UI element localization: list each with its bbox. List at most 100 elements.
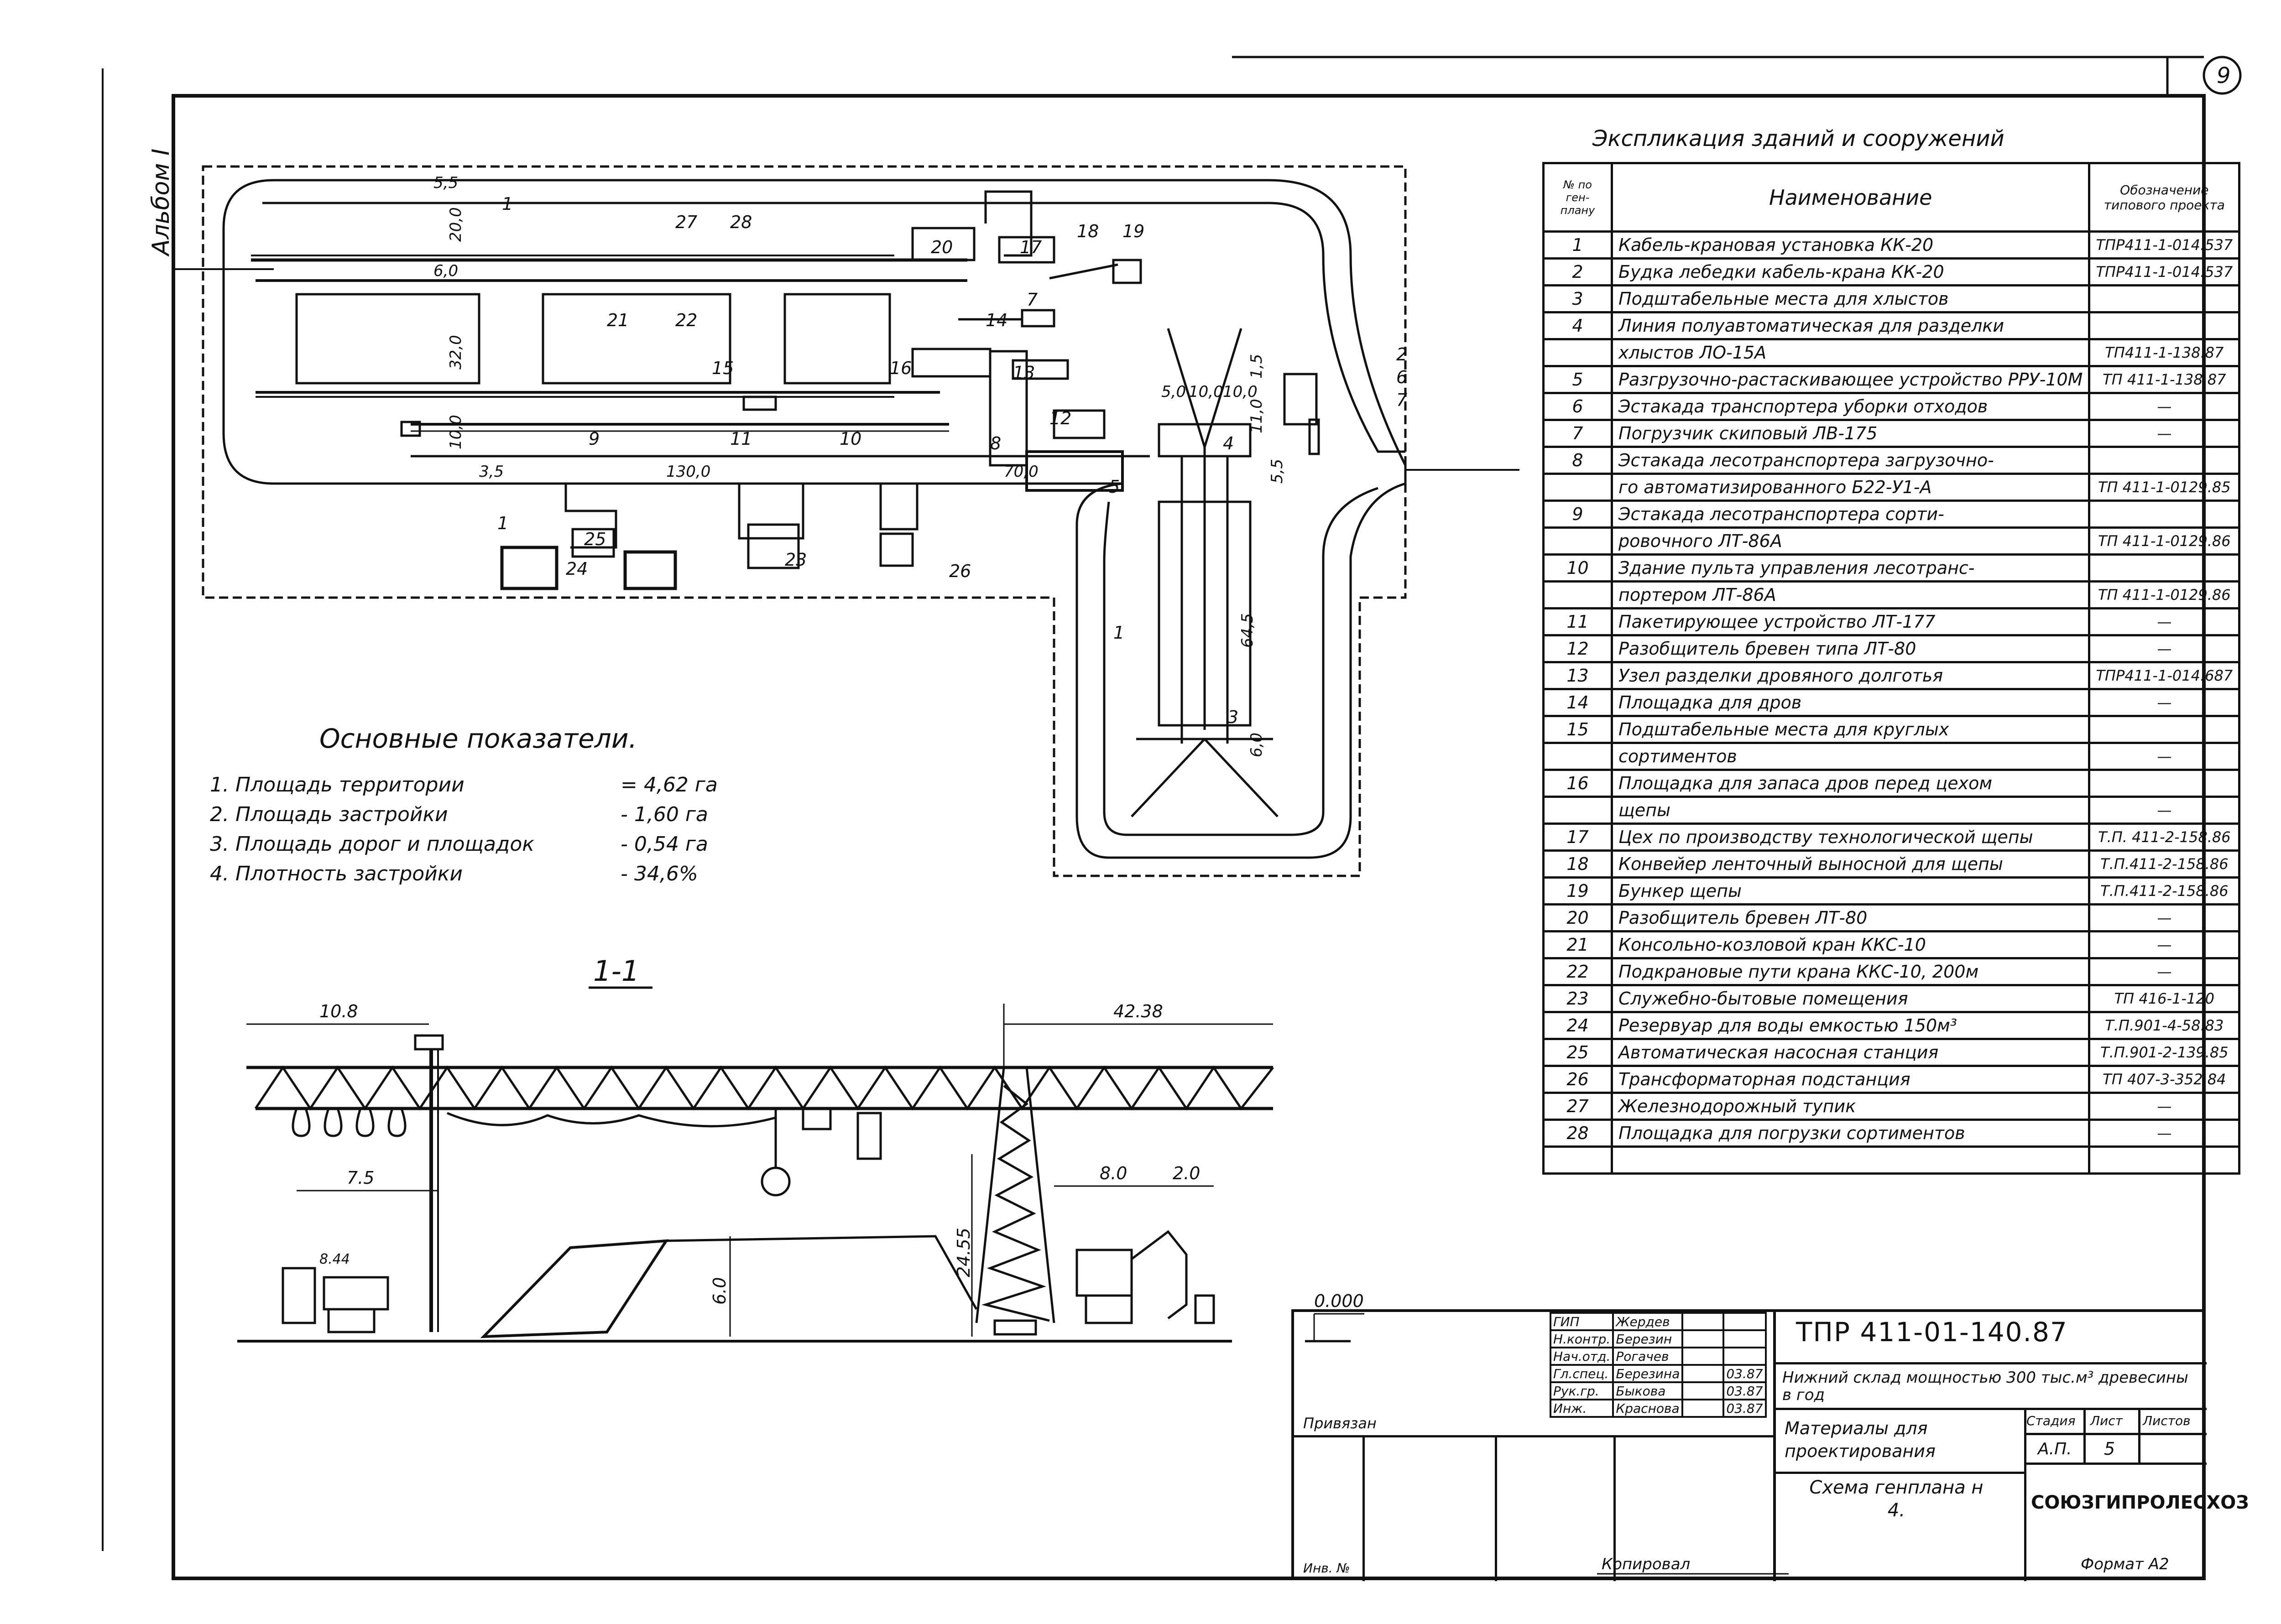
row-designation: Т.П.901-4-58.83 — [2088, 1011, 2241, 1040]
row-number: 28 — [1542, 1119, 1613, 1148]
indicator-value-2: - 1,60 га — [621, 803, 708, 826]
row-designation: ТПР411-1-014.687 — [2088, 661, 2241, 690]
explication-row: щепы— — [1542, 796, 2241, 825]
svg-text:6,0: 6,0 — [433, 262, 458, 280]
page-number: 9 — [2217, 63, 2231, 88]
plan-num-24: 24 — [566, 559, 588, 579]
signature-role: Гл.спец. — [1549, 1364, 1614, 1383]
row-designation: — — [2088, 392, 2241, 421]
row-number: 15 — [1542, 715, 1613, 744]
row-designation: ТП 407-3-352.84 — [2088, 1065, 2241, 1094]
svg-text:5,0: 5,0 — [1161, 383, 1186, 401]
row-number: 24 — [1542, 1011, 1613, 1040]
indicator-label-4: 4. Плотность застройки — [210, 862, 463, 885]
indicator-value-4: - 34,6% — [621, 862, 698, 885]
plan-num-7b: 7 — [1396, 390, 1407, 410]
row-name: Цех по производству технологической щепы — [1610, 822, 2091, 852]
plan-num-3: 3 — [1227, 707, 1238, 727]
row-name: Эстакада лесотранспортера загрузочно- — [1610, 446, 2091, 475]
plan-num-2: 2 — [1396, 344, 1407, 364]
plan-num-9: 9 — [589, 429, 600, 449]
row-number: 1 — [1542, 230, 1613, 260]
stage-value: А.П. — [2038, 1440, 2072, 1458]
indicator-value-3: - 0,54 га — [621, 833, 708, 856]
plan-num-20: 20 — [931, 237, 953, 257]
row-name: Консольно-козловой кран ККС-10 — [1610, 930, 2091, 959]
row-designation — [2088, 500, 2241, 529]
signature-row: Н.контр.Березин — [1549, 1329, 1767, 1348]
row-designation: ТП 411-1-0129.85 — [2088, 473, 2241, 502]
row-designation: — — [2088, 1119, 2241, 1148]
svg-text:1,5: 1,5 — [1248, 354, 1266, 379]
svg-text:64,5: 64,5 — [1238, 613, 1257, 648]
copied-by-label: Копировал — [1602, 1555, 1690, 1573]
svg-text:42.38: 42.38 — [1113, 1001, 1163, 1021]
signature-cell — [1681, 1399, 1725, 1418]
indicator-label-1: 1. Площадь территории — [210, 773, 465, 796]
plan-num-14: 14 — [986, 310, 1007, 330]
row-designation: ТПР411-1-014.537 — [2088, 257, 2241, 286]
plan-num-19: 19 — [1122, 221, 1144, 241]
row-number: 3 — [1542, 284, 1613, 313]
plan-num-15: 15 — [712, 358, 734, 378]
indicators-title: Основные показатели. — [319, 723, 637, 754]
sheets-label: Листов — [2143, 1413, 2191, 1428]
organization: СОЮЗГИПРОЛЕСХОЗ — [2031, 1492, 2249, 1513]
signature-role: ГИП — [1549, 1312, 1614, 1331]
row-name: Бункер щепы — [1610, 876, 2091, 906]
row-number: 8 — [1542, 446, 1613, 475]
row-designation — [2088, 311, 2241, 340]
plan-num-6: 6 — [1396, 367, 1407, 387]
album-label: Альбом I — [147, 149, 175, 257]
plan-num-4: 4 — [1223, 433, 1234, 453]
sheet-label: Лист — [2090, 1413, 2123, 1428]
svg-text:5,5: 5,5 — [433, 174, 458, 192]
signature-role: Рук.гр. — [1549, 1381, 1614, 1400]
signature-role: Нач.отд. — [1549, 1347, 1614, 1366]
row-designation — [2088, 1145, 2241, 1175]
svg-text:20,0: 20,0 — [447, 207, 465, 242]
plan-num-17: 17 — [1020, 237, 1042, 257]
stage-label: Стадия — [2026, 1413, 2076, 1428]
svg-text:6.0: 6.0 — [710, 1277, 730, 1305]
row-name: Автоматическая насосная станция — [1610, 1038, 2091, 1067]
svg-text:32,0: 32,0 — [447, 335, 465, 370]
section-1-1 — [237, 1004, 1364, 1343]
plan-num-27: 27 — [675, 212, 697, 232]
signature-date — [1722, 1329, 1767, 1348]
row-name: Узел разделки дровяного долготья — [1610, 661, 2091, 690]
row-designation: — — [2088, 688, 2241, 717]
plan-num-7a: 7 — [1027, 290, 1038, 310]
row-name: Разгрузочно-растаскивающее устройство РР… — [1610, 365, 2091, 394]
row-name: Эстакада лесотранспортера сорти- — [1610, 500, 2091, 529]
section-mark-bottom: 1 — [497, 513, 508, 533]
row-name: Кабель-крановая установка КК-20 — [1610, 230, 2091, 260]
row-name: Трансформаторная подстанция — [1610, 1065, 2091, 1094]
row-name: Разобщитель бревен типа ЛТ-80 — [1610, 634, 2091, 663]
site-plan — [173, 165, 1519, 877]
row-name: Разобщитель бревен ЛТ-80 — [1610, 903, 2091, 932]
explication-table: № по ген-плану Наименование Обозначение … — [1542, 162, 2241, 1175]
row-designation: — — [2088, 419, 2241, 448]
row-designation: Т.П. 411-2-158.86 — [2088, 822, 2241, 852]
plan-num-11: 11 — [730, 429, 752, 449]
plan-num-21: 21 — [607, 310, 629, 330]
row-number: 19 — [1542, 876, 1613, 906]
indicator-label-2: 2. Площадь застройки — [210, 803, 448, 826]
row-name: Подштабельные места для круглых — [1610, 715, 2091, 744]
project-title: Нижний склад мощностью 300 тыс.м³ древес… — [1782, 1369, 2188, 1404]
row-designation: ТП 411-1-0129.86 — [2088, 526, 2241, 556]
